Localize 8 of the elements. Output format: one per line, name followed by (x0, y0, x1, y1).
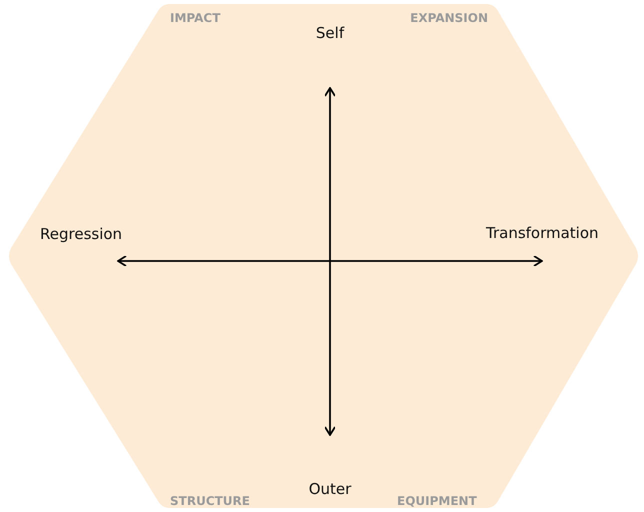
axis-label: Transformation (486, 225, 599, 242)
quadrant-label: EQUIPMENT (397, 495, 477, 508)
quadrant-label: STRUCTURE (170, 495, 250, 508)
axis-label: Regression (40, 226, 122, 242)
axis-label: Outer (308, 481, 352, 498)
axis-label: Self (316, 25, 344, 42)
quadrant-label: IMPACT (170, 12, 220, 26)
quadrant-label: EXPANSION (410, 12, 488, 26)
